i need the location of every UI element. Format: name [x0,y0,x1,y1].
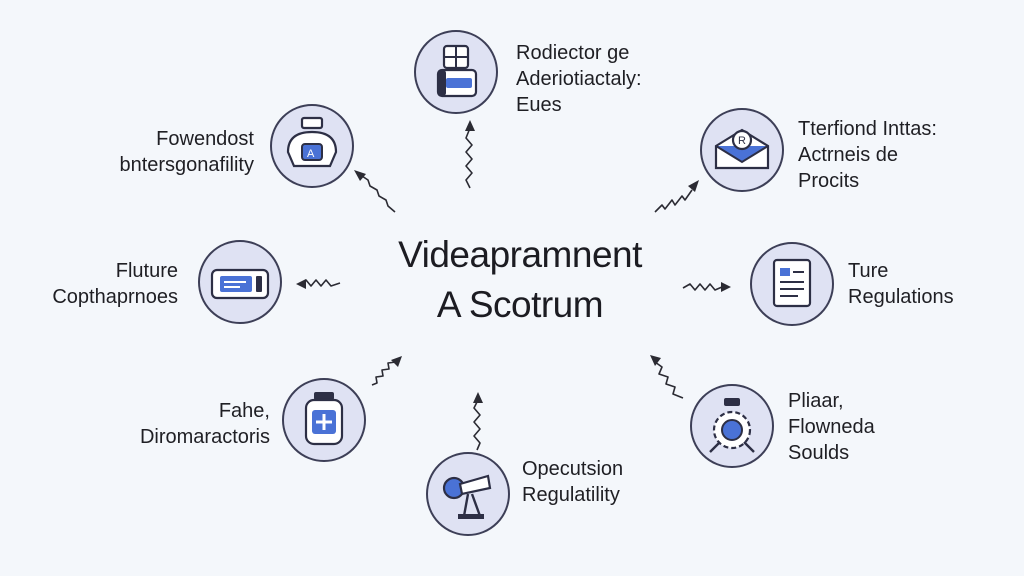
robot-face-icon: A [286,116,338,168]
server-card-icon [210,268,270,300]
center-title-line-2: A Scotrum [436,284,604,325]
svg-text:A: A [307,148,315,160]
label-bottom: Opecutsion Regulatility [522,456,623,508]
label-top-right-line-3: Procits [798,170,860,192]
label-top-left-line-1: Fowendost [156,128,254,150]
label-top-left: Fowendost bntersgonafility [60,126,254,178]
arrowhead-top-right [688,180,699,192]
arrowhead-left [296,279,306,289]
node-bottom [426,452,510,536]
bookcase-box-icon [436,44,478,98]
center-title: Videapramnent A Scotrum [330,230,710,330]
arrowhead-right [721,282,731,292]
connector-bottom-left [371,361,397,386]
svg-text:R: R [738,135,746,147]
arrowhead-bottom-right [650,355,661,366]
connector-left [299,279,341,287]
envelope-badge-icon: R [714,128,770,170]
label-right-line-2: Regulations [848,286,954,308]
label-bottom-left-line-2: Diromaractoris [139,426,270,448]
label-left-line-2: Copthaprnoes [52,286,178,308]
label-top-line-2: Aderiotiactaly: [516,68,642,90]
label-bottom-line-2: Regulatility [522,484,620,506]
node-left [198,240,282,324]
label-top-line-3: Eues [516,94,562,116]
label-bottom-right: Pliaar, Flowneda Soulds [788,388,875,466]
label-left: Fluture Copthaprnoes [20,258,178,310]
label-right: Ture Regulations [848,258,954,310]
canister-plus-icon [304,392,344,446]
label-top-right-line-1: Tterfiond Inttas: [798,118,937,140]
telescope-person-icon [442,474,492,519]
arrowhead-top-left [354,170,366,181]
center-title-line-1: Videapramnent [398,234,642,275]
label-bottom-line-1: Opecutsion [522,458,624,480]
connector-bottom [473,399,481,451]
node-top [414,30,498,114]
label-top: Rodiector ge Aderiotiactaly: Eues [516,40,642,118]
document-list-icon [772,258,812,308]
label-left-line-1: Fluture [115,260,178,282]
connector-top-left [361,175,396,213]
connector-top-right [654,189,693,213]
label-bottom-right-line-1: Pliaar, [788,390,844,412]
label-bottom-right-line-3: Soulds [788,442,850,464]
label-bottom-left-line-1: Fahe, [218,400,270,422]
connector-top [465,127,473,189]
arrowhead-top [465,120,475,131]
node-bottom-left [282,378,366,462]
arrowhead-bottom-left [391,356,402,367]
label-top-right-line-2: Actrneis de [798,144,899,166]
label-right-line-1: Ture [848,260,889,282]
node-bottom-right [690,384,774,468]
connector-right [682,283,723,291]
arrowhead-bottom [473,392,483,403]
connector-bottom-right [654,361,684,399]
node-top-left: A [270,104,354,188]
node-right [750,242,834,326]
gear-person-icon [709,398,755,453]
node-top-right: R [700,108,784,192]
label-top-right: Tterfiond Inttas: Actrneis de Procits [798,116,937,194]
label-top-left-line-2: bntersgonafility [119,154,254,176]
label-top-line-1: Rodiector ge [516,42,630,64]
label-bottom-right-line-2: Flowneda [788,416,875,438]
label-bottom-left: Fahe, Diromaractoris [90,398,270,450]
